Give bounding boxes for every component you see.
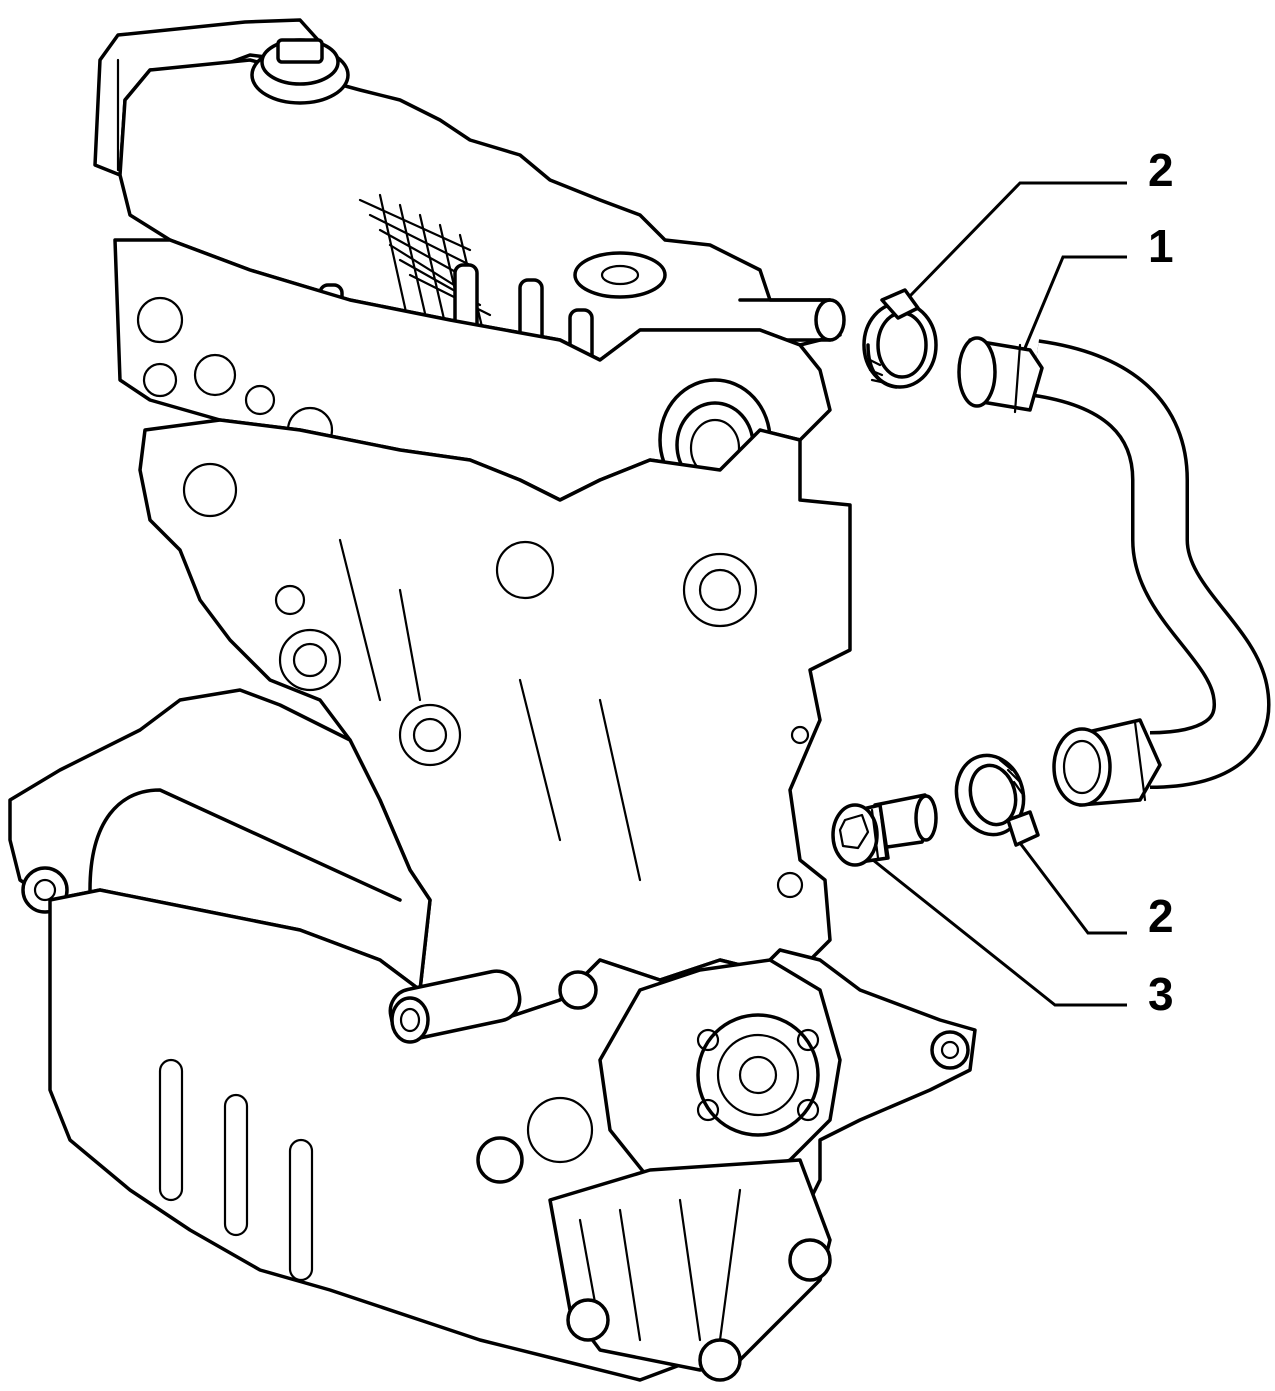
callout-label-1: 1 <box>1148 220 1174 272</box>
hose-lower-end <box>1052 727 1112 807</box>
callout-leaders <box>872 181 1127 1007</box>
breather-port <box>814 298 846 342</box>
callout-label-2-upper: 2 <box>1148 144 1174 196</box>
part-hose <box>957 336 1271 807</box>
part-clamp-upper <box>862 288 938 389</box>
leader-2-upper <box>908 181 1127 298</box>
leader-3 <box>872 858 1127 1007</box>
leader-1 <box>1023 255 1127 349</box>
crankshaft-pulley <box>696 1013 820 1137</box>
fitting-hex-head <box>831 803 879 867</box>
part-clamp-lower <box>954 753 1040 847</box>
callout-label-2-lower: 2 <box>1148 890 1174 942</box>
hose-upper-end <box>957 336 997 408</box>
engine-assembly <box>8 18 977 1382</box>
callout-label-3: 3 <box>1148 968 1174 1020</box>
part-fitting <box>831 793 938 867</box>
leader-2-lower <box>1018 842 1127 935</box>
